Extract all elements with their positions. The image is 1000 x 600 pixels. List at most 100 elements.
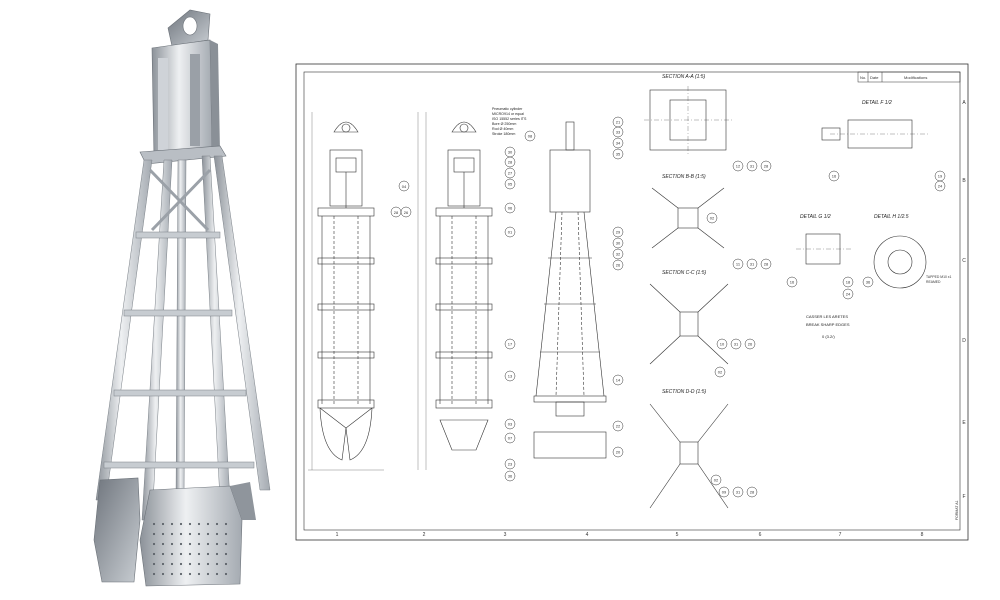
thread-note: TAPPED M10 x1 REAMED (926, 275, 951, 284)
cylinder-housing (151, 39, 220, 159)
svg-text:Stroke 180mm: Stroke 180mm (492, 132, 515, 136)
balloon-g_18 (842, 276, 854, 288)
bucket-hole (224, 532, 228, 536)
bucket-hole (161, 542, 165, 546)
bucket-hole (188, 522, 192, 526)
bucket-hole (206, 572, 210, 576)
bucket-hole (206, 552, 210, 556)
bucket-hole (152, 532, 156, 536)
balloon-h_36 (862, 276, 874, 288)
section-cc (649, 283, 729, 365)
balloon-v3_20 (612, 446, 624, 458)
bucket-hole (161, 532, 165, 536)
balloon-v3_22 (612, 420, 624, 432)
bucket-hole (224, 522, 228, 526)
svg-text:Pneumatic cylinder: Pneumatic cylinder (492, 107, 523, 111)
balloon-v2_28-text: 28 (508, 160, 513, 165)
bucket-hole (197, 562, 201, 566)
balloon-v2_06-text: 06 (508, 206, 513, 211)
balloon-04-text: 04 (402, 184, 407, 189)
bucket-hole (224, 542, 228, 546)
bucket-hole (188, 552, 192, 556)
section-cc-title: SECTION C-C (1:5) (662, 270, 707, 276)
balloon-v2_13-text: 13 (508, 374, 513, 379)
balloon-bb_02 (706, 212, 718, 224)
detail-f (821, 119, 930, 149)
balloon-bb_11-text: 11 (736, 262, 741, 267)
svg-text:ISO 15552 series ITS: ISO 15552 series ITS (492, 117, 527, 121)
balloon-v3_32 (612, 248, 624, 260)
bucket-hole (179, 552, 183, 556)
svg-text:CASSER LES ARETES: CASSER LES ARETES (806, 314, 848, 319)
col-8: 8 (921, 532, 924, 538)
col-4: 4 (586, 532, 589, 538)
balloon-v2_05 (504, 178, 516, 190)
bucket-hole (170, 572, 174, 576)
balloon-v3_21-text: 21 (616, 120, 621, 125)
balloon-v3_20-text: 20 (616, 450, 621, 455)
bucket-hole (179, 542, 183, 546)
diagonal-braces (148, 168, 212, 232)
balloon-aa_12-text: 12 (736, 164, 741, 169)
bucket-jaws (93, 477, 256, 587)
balloon-v2_28 (504, 156, 516, 168)
balloon-cc_10-text: 10 (720, 342, 725, 347)
balloon-bb_28 (760, 258, 772, 270)
bucket-hole (206, 522, 210, 526)
front-view (308, 112, 384, 471)
balloon-v2_03-text: 03 (508, 422, 513, 427)
bucket-hole (152, 572, 156, 576)
row-d: D (962, 338, 966, 344)
bucket-hole (170, 532, 174, 536)
row-b: B (962, 178, 966, 184)
side-view (417, 112, 493, 470)
grab-render-image (93, 9, 271, 587)
balloon-g_24-text: 24 (846, 292, 851, 297)
svg-text:BREAK SHARP EDGES: BREAK SHARP EDGES (806, 322, 850, 327)
bucket-hole (197, 522, 201, 526)
revision-block (857, 71, 961, 83)
balloon-v3_29 (612, 226, 624, 238)
col-7: 7 (839, 532, 842, 538)
bucket-hole (179, 562, 183, 566)
bucket-hole (215, 532, 219, 536)
balloon-v3_35-text: 35 (616, 152, 621, 157)
balloon-v3_22-text: 22 (616, 424, 621, 429)
row-e: E (962, 420, 966, 426)
balloon-dd_02-text: 02 (714, 478, 719, 483)
detail-f-title: DETAIL F 1/2 (862, 100, 892, 106)
balloon-cc_02 (714, 366, 726, 378)
section-aa (644, 86, 732, 156)
bucket-hole (206, 562, 210, 566)
section-dd-title: SECTION D-D (1:5) (662, 389, 707, 395)
balloon-v3_30 (612, 237, 624, 249)
balloon-cc_26-text: 26 (748, 342, 753, 347)
section-bb (651, 187, 725, 249)
balloon-v3_35 (612, 148, 624, 160)
svg-text:Rod Ø 40mm: Rod Ø 40mm (492, 127, 513, 131)
balloon-cc_31 (730, 338, 742, 350)
bucket-hole (197, 532, 201, 536)
bucket-hole (197, 572, 201, 576)
bucket-hole (206, 532, 210, 536)
balloon-v3_33-text: 33 (616, 130, 621, 135)
rev-no: No. (860, 75, 866, 80)
detail-g (796, 233, 852, 265)
bucket-hole (161, 552, 165, 556)
balloon-bb_02-text: 02 (710, 216, 715, 221)
bucket-hole (188, 542, 192, 546)
balloon-aa_12 (732, 160, 744, 172)
bucket-hole (179, 522, 183, 526)
bucket-hole (170, 552, 174, 556)
bucket-hole (224, 562, 228, 566)
balloon-v3_32-text: 32 (616, 252, 621, 257)
svg-text:REAMED: REAMED (926, 280, 941, 284)
col-5: 5 (676, 532, 679, 538)
balloon-f_24-text: 24 (938, 184, 943, 189)
format-label: FORMAT A1 (955, 500, 959, 520)
balloon-cc_02-text: 02 (718, 370, 723, 375)
balloon-v3_14-text: 14 (616, 378, 621, 383)
pneumatic-note: Pneumatic cylinder MICRO914 or equal ISO… (492, 107, 527, 136)
cross-rungs (103, 231, 255, 469)
